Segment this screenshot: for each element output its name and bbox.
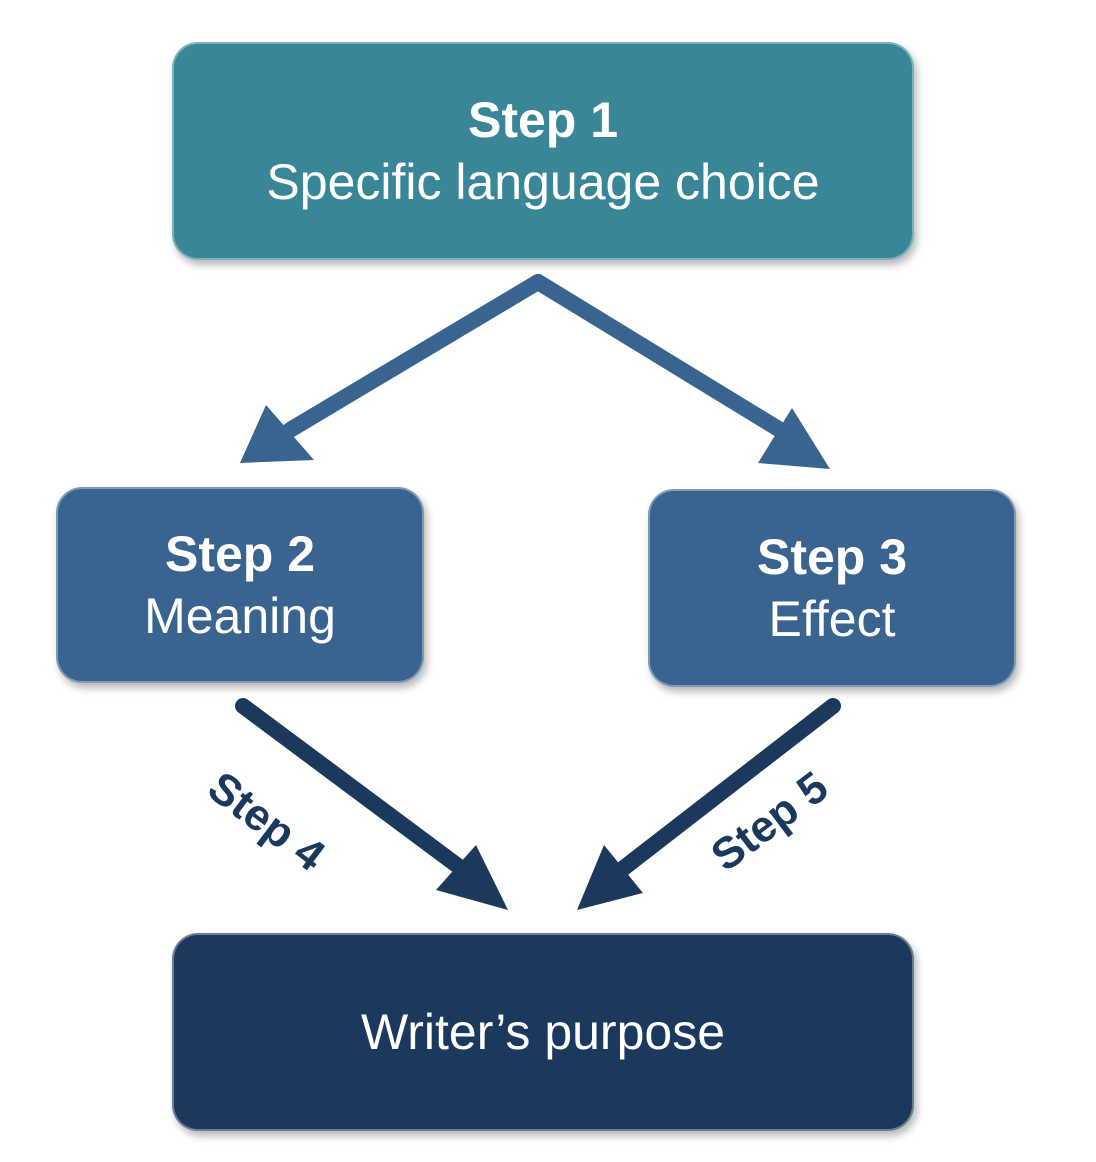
- node-writers-purpose: Writer’s purpose: [172, 933, 914, 1131]
- node-step3-text: Effect: [768, 591, 896, 647]
- node-step2-title: Step 2: [164, 525, 316, 582]
- arrow-step1-to-step2: [240, 274, 546, 463]
- node-step1-text: Specific language choice: [266, 154, 820, 210]
- node-step2: Step 2 Meaning: [56, 487, 424, 683]
- node-step2-text: Meaning: [144, 588, 336, 644]
- node-step3: Step 3 Effect: [648, 489, 1016, 687]
- arrow-step5: [577, 698, 841, 910]
- node-step1-title: Step 1: [467, 91, 619, 148]
- node-step3-title: Step 3: [756, 528, 908, 585]
- node-step1: Step 1 Specific language choice: [172, 42, 914, 260]
- arrow-step4: [235, 698, 508, 910]
- node-writers-purpose-text: Writer’s purpose: [360, 1003, 726, 1060]
- arrow-step1-to-step3: [530, 274, 830, 469]
